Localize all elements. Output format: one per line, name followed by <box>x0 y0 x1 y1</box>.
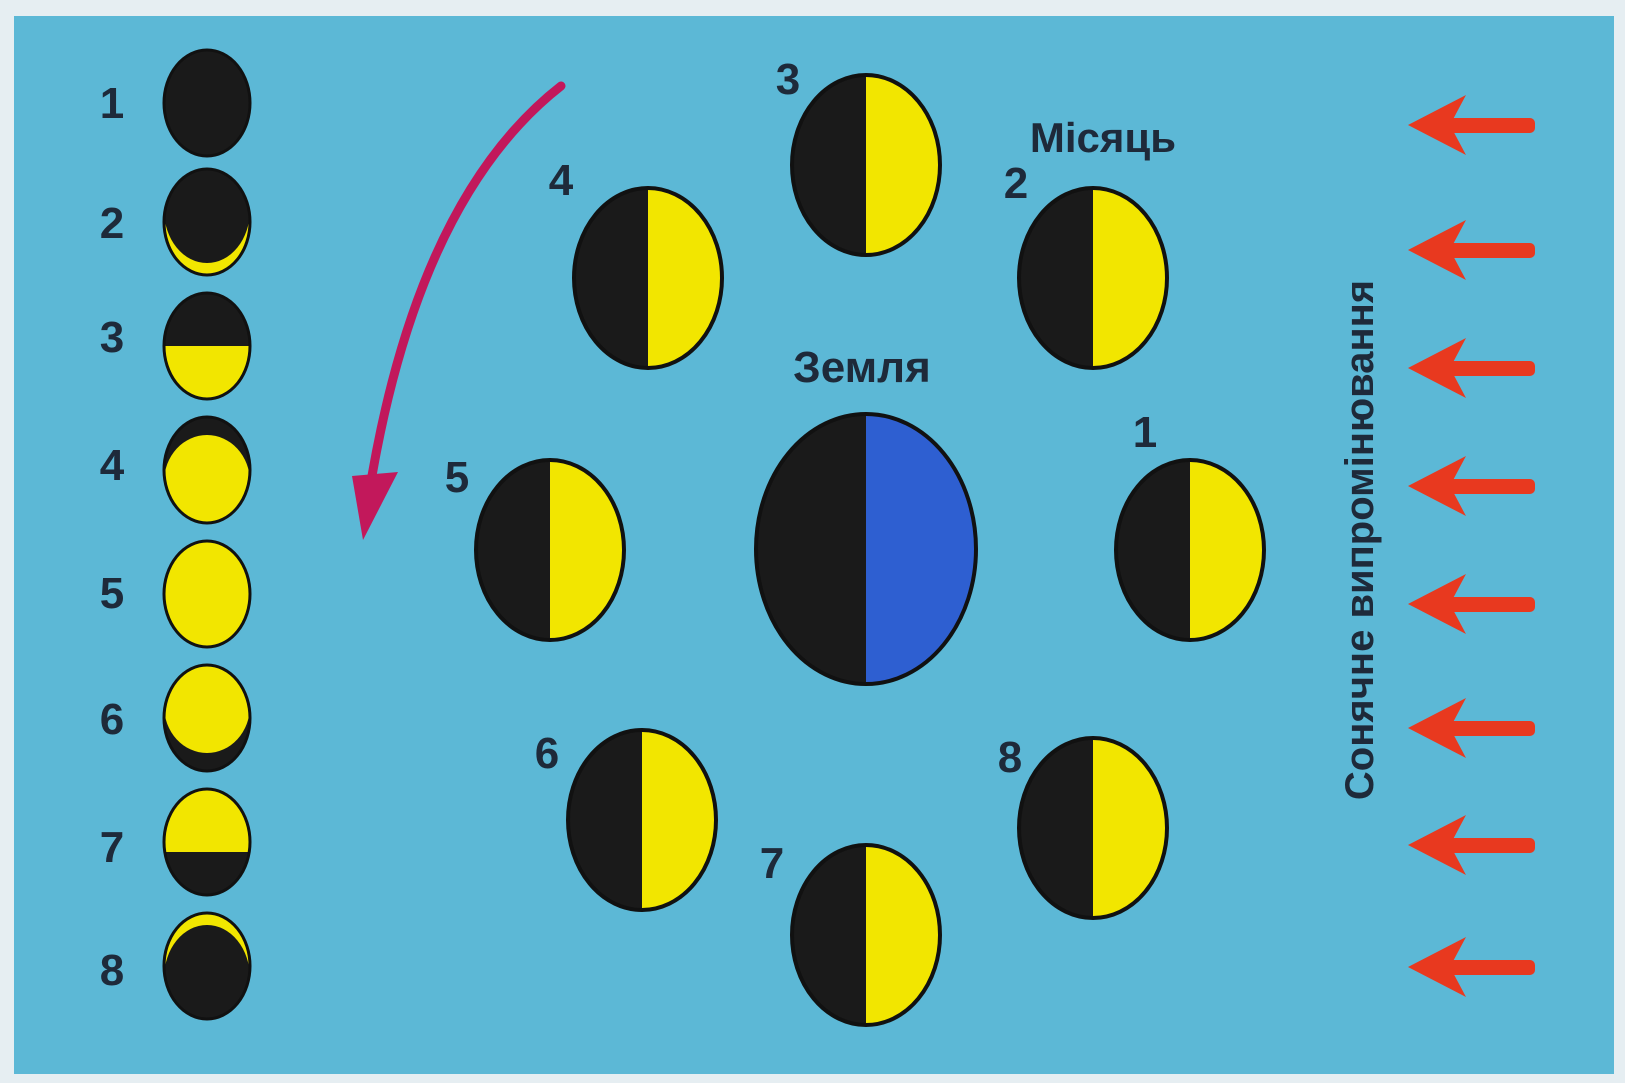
orbit-moon-number: 6 <box>535 729 559 778</box>
new-moon-icon <box>164 50 250 156</box>
orbit-moon-number: 4 <box>549 156 574 205</box>
phase-number: 6 <box>100 695 124 744</box>
orbit-moon-number: 5 <box>445 453 469 502</box>
half-lit-moon-icon <box>1116 460 1264 640</box>
phase-number: 7 <box>100 823 124 872</box>
orbit-moon-number: 1 <box>1133 408 1157 457</box>
solar-radiation-label: Сонячне випромінювання <box>1338 280 1382 800</box>
phase-number: 4 <box>100 441 125 490</box>
half-lit-moon-icon <box>574 188 722 368</box>
half-lit-moon-icon <box>792 845 940 1025</box>
half-lit-moon-icon <box>792 75 940 255</box>
half-lit-moon-icon <box>568 730 716 910</box>
orbit-moon-number: 7 <box>760 839 784 888</box>
phase-number: 1 <box>100 79 124 128</box>
orbit-moon-number: 3 <box>776 55 800 104</box>
earth-icon <box>756 414 976 684</box>
earth-label: Земля <box>793 343 931 392</box>
full-moon-icon <box>164 541 250 647</box>
phase-number: 2 <box>100 199 124 248</box>
half-lit-moon-icon <box>1019 738 1167 918</box>
phase-number: 5 <box>100 569 124 618</box>
phase-number: 8 <box>100 946 124 995</box>
orbit-moon-number: 8 <box>998 733 1022 782</box>
orbit-moon-number: 2 <box>1004 159 1028 208</box>
half-lit-moon-icon <box>476 460 624 640</box>
phase-number: 3 <box>100 313 124 362</box>
half-lit-moon-icon <box>1019 188 1167 368</box>
moon-label: Місяць <box>1030 114 1176 161</box>
